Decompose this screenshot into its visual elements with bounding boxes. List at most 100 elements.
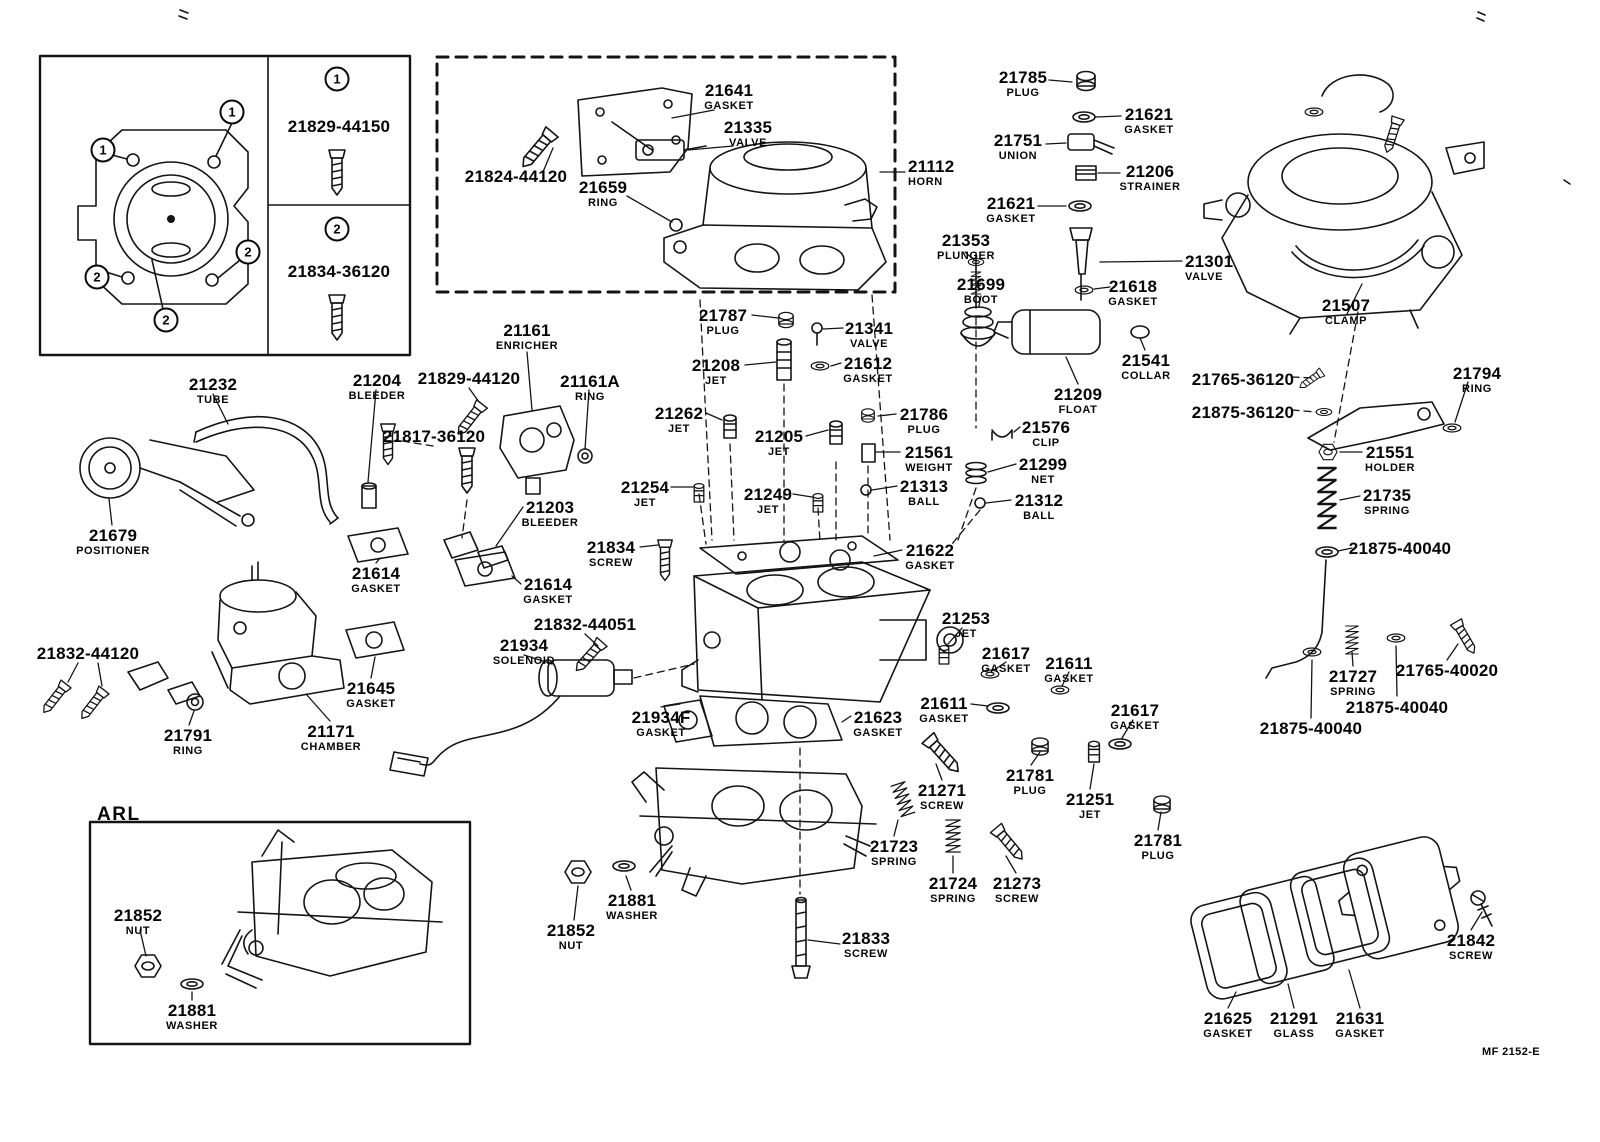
part-label: 21829-44120	[417, 369, 521, 388]
part-label: 21875-40040	[1259, 719, 1363, 738]
dashed-construction-lines	[395, 294, 1359, 895]
callout-2: 2	[324, 216, 350, 242]
part-label: 21875-40040	[1348, 539, 1452, 558]
main-body-drawing	[681, 535, 964, 703]
doc-code: MF 2152-E	[1482, 1046, 1541, 1058]
gasket-21614a-drawing	[347, 527, 409, 563]
callout-1: 1	[90, 137, 116, 163]
scan-artifacts	[178, 9, 1571, 185]
throttle-body-drawing	[631, 767, 877, 897]
horn-dashed-box	[435, 55, 897, 294]
screw-21842-drawing	[1470, 890, 1493, 927]
chamber-drawing	[217, 561, 345, 705]
part-label: 21824-44120	[464, 167, 568, 186]
float-lever-drawing	[1265, 367, 1481, 679]
legend-box-drawing	[38, 54, 412, 357]
callout-2: 2	[235, 239, 261, 265]
callout-2: 2	[153, 307, 179, 333]
enricher-drawing	[452, 399, 593, 495]
part-label: 21817-36120	[382, 427, 486, 446]
callout-1: 1	[324, 66, 350, 92]
plunger-float-drawing	[960, 253, 1150, 485]
part-label: 21765-36120	[1191, 370, 1295, 389]
body-gaskets-drawing	[663, 695, 843, 747]
part-label: 21834-36120	[287, 262, 391, 281]
top-cover-drawing	[1203, 74, 1485, 335]
part-label: 21765-40020	[1395, 661, 1499, 680]
part-label: 21875-36120	[1191, 403, 1295, 422]
choke-valve-drawing	[635, 139, 707, 161]
inlet-parts-drawing	[1067, 70, 1115, 301]
jets-drawing	[657, 311, 986, 582]
gasket-21645-drawing	[345, 621, 405, 659]
part-label: 21829-44150	[287, 117, 391, 136]
sight-glass-drawing	[1190, 836, 1493, 1000]
part-label: 21832-44051	[533, 615, 637, 634]
